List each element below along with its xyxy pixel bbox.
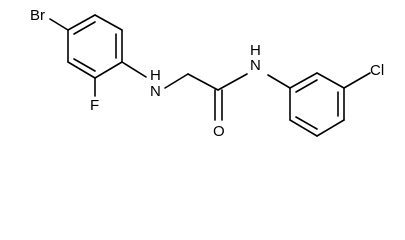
atom-amine-n: N [150, 83, 161, 100]
bond-r2 [316, 72, 345, 89]
bond-c-cl [343, 72, 371, 89]
atom-br: Br [30, 7, 45, 24]
ring-bromofluorophenyl [67, 14, 123, 79]
atom-amide-h: H [250, 42, 261, 59]
bond-co-nh [217, 73, 248, 91]
bond-ch2-co [187, 73, 219, 91]
bond-nh-aryl [267, 74, 291, 89]
bond-r4 [316, 119, 345, 137]
molecule-svg: Br F H N O N H Cl [30, 7, 384, 140]
bond-l1 [67, 14, 96, 31]
atom-cl: Cl [370, 62, 384, 79]
bond-r5-inner [295, 116, 318, 130]
bond-c-br [49, 18, 69, 31]
bond-l5 [67, 61, 96, 79]
bond-c-nh [121, 61, 147, 78]
bond-l5-inner [73, 58, 96, 72]
ring-chlorophenyl [289, 72, 345, 137]
atom-o: O [213, 123, 225, 140]
bond-l4 [94, 61, 123, 79]
bond-r1 [289, 72, 318, 89]
bond-nh-ch2 [164, 73, 189, 89]
bond-r5 [289, 119, 318, 137]
bond-r1-inner [295, 79, 318, 93]
atom-f: F [90, 97, 99, 114]
atom-amide-n: N [250, 57, 261, 74]
bond-l2 [94, 14, 123, 31]
bond-l1-inner [73, 21, 96, 35]
atom-amine-h: H [150, 67, 161, 84]
structure-diagram: Br F H N O N H Cl [30, 7, 385, 140]
